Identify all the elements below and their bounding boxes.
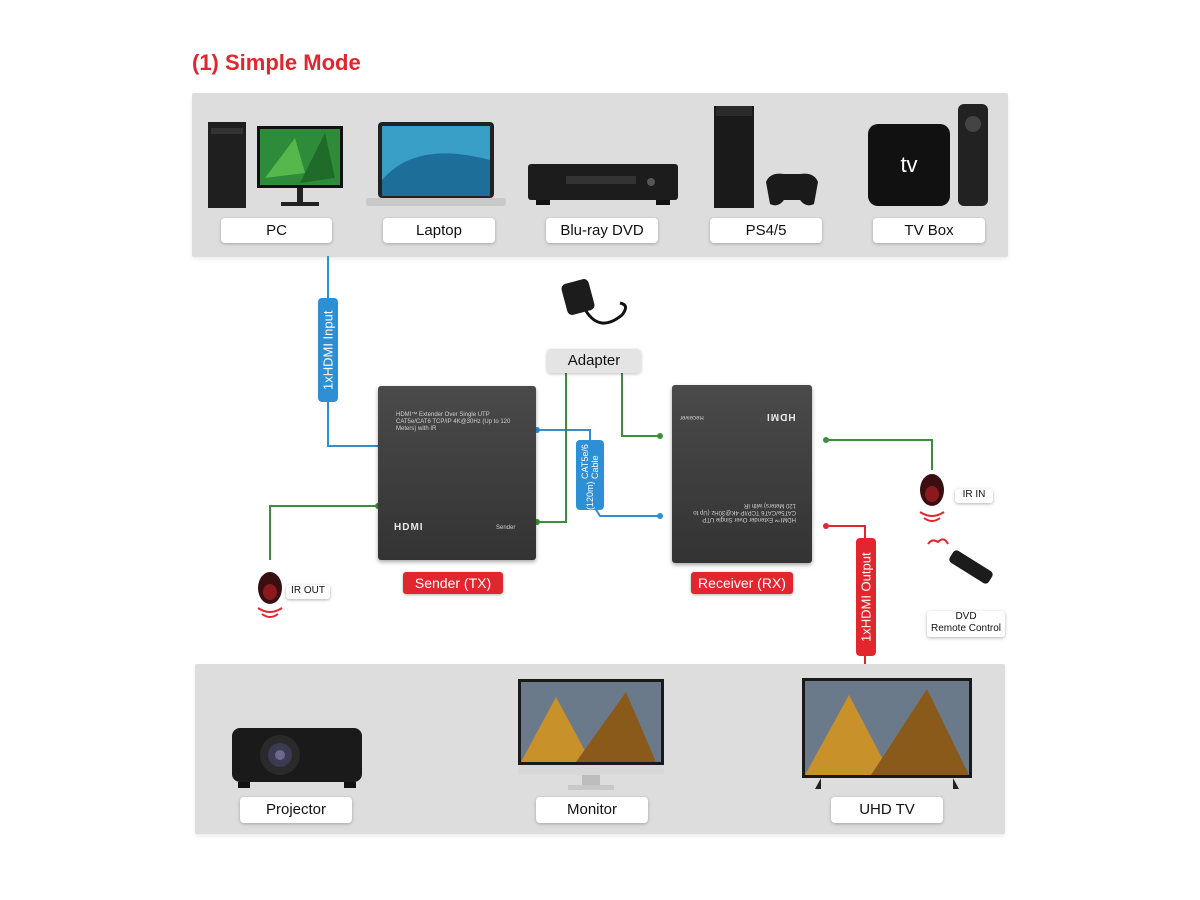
source-label-ps: PS4/5 <box>710 218 822 243</box>
adapter-line-receiver <box>621 372 660 437</box>
svg-text:tv: tv <box>900 152 917 177</box>
receiver-brand: HDMI <box>766 411 796 422</box>
source-label-bluray: Blu-ray DVD <box>546 218 658 243</box>
adapter-line-sender <box>537 372 567 523</box>
receiver-unit-text: HDMI™ Extender Over Single UTP CAT5e/CAT… <box>693 502 796 522</box>
hdmi-output-label: 1xHDMI Output <box>856 538 876 656</box>
remote-line1: DVD <box>955 611 977 622</box>
source-label-pc: PC <box>221 218 332 243</box>
hdmi-input-label: 1xHDMI Input <box>318 298 338 402</box>
lan-cable-name: CAT5e/6 Cable <box>580 444 600 480</box>
ir-receiver-icon <box>914 470 950 528</box>
bluray-player-icon <box>526 160 680 208</box>
display-label-projector: Projector <box>240 797 352 823</box>
lan-cable-label: (120m) CAT5e/6 Cable <box>576 440 604 510</box>
tv-box-icon: tv <box>866 104 992 210</box>
remote-control-icon <box>922 532 996 596</box>
display-label-monitor: Monitor <box>536 797 648 823</box>
power-adapter-icon <box>560 275 632 341</box>
projector-icon <box>228 722 366 790</box>
ir-in-line <box>826 439 933 470</box>
uhd-tv-icon <box>801 677 973 793</box>
diagram-title: (1) Simple Mode <box>192 50 361 75</box>
sender-model: Sender <box>496 525 516 531</box>
display-label-uhdtv: UHD TV <box>831 797 943 823</box>
desktop-pc-icon <box>205 118 345 214</box>
adapter-label: Adapter <box>547 349 641 373</box>
sender-unit-text: HDMI™ Extender Over Single UTP CAT5e/CAT… <box>396 412 511 432</box>
sender-unit: HDMI™ Extender Over Single UTP CAT5e/CAT… <box>378 386 536 560</box>
source-label-laptop: Laptop <box>383 218 495 243</box>
lan-length: (120m) <box>585 481 595 510</box>
sender-brand: HDMI <box>394 522 424 533</box>
monitor-icon <box>516 677 666 793</box>
laptop-icon <box>366 120 506 212</box>
receiver-model: Receiver <box>680 414 704 420</box>
receiver-unit: HDMI™ Extender Over Single UTP CAT5e/CAT… <box>672 385 812 563</box>
remote-control-label: DVD Remote Control <box>927 611 1005 637</box>
receiver-label: Receiver (RX) <box>691 572 793 594</box>
game-console-icon <box>710 104 820 210</box>
ir-out-label: IR OUT <box>286 585 330 599</box>
source-label-tvbox: TV Box <box>873 218 985 243</box>
sender-label: Sender (TX) <box>403 572 503 594</box>
remote-line2: Remote Control <box>930 623 1002 634</box>
ir-out-line <box>269 505 378 560</box>
ir-in-label: IR IN <box>955 489 993 503</box>
ir-emitter-icon <box>252 560 288 620</box>
